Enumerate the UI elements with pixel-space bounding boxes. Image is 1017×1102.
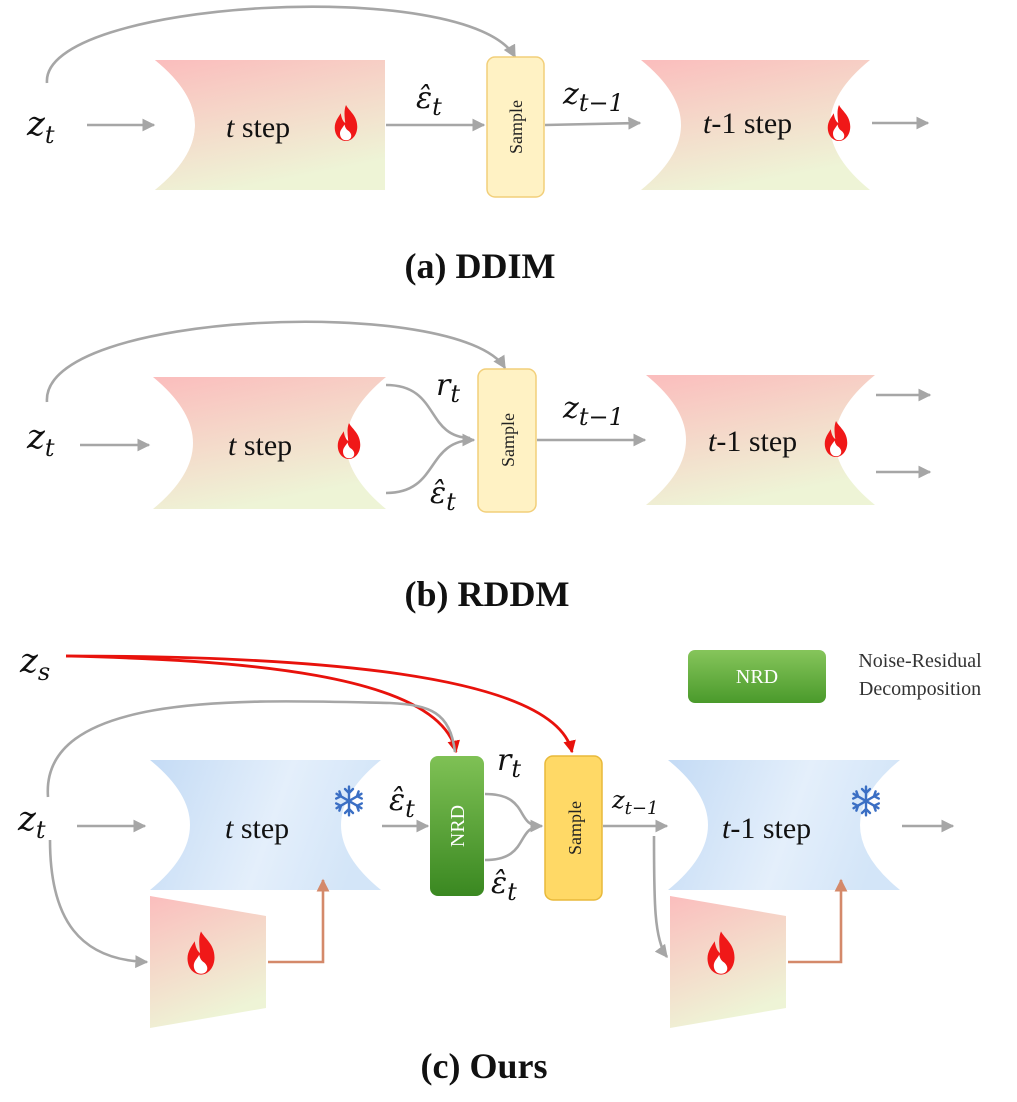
ours-r-curve: [484, 792, 541, 828]
rddm-t-1-step-network: [646, 375, 875, 505]
ddim-z-t-1-label: zt−1: [562, 77, 624, 117]
legend-line1: Noise-Residual: [858, 650, 982, 672]
legend-nrd-label: NRD: [736, 666, 778, 688]
legend-nrd-box: [688, 650, 826, 703]
ddim-sample-label: Sample: [506, 100, 526, 154]
ddim-t-1-step-network: [641, 60, 870, 190]
ours-eps-curve: [484, 819, 544, 862]
ours-t-1-step-network: [668, 760, 900, 890]
ours-sample-block: [544, 755, 603, 901]
ours-zt-to-adapter-arrow: [48, 839, 149, 969]
rddm-r-curve: [385, 383, 471, 440]
ddim-t-step-label: t step: [226, 111, 290, 144]
caption-rddm: (b) RDDM: [405, 574, 570, 614]
ddim-eps-label: ε̂t: [416, 81, 442, 121]
rddm-z-t-1-label: zt−1: [562, 391, 624, 431]
panel-ddim: zt t step ε̂t Sample zt−1 t-1 step (a) D…: [26, 5, 930, 286]
ours-nrd-label: NRD: [447, 805, 469, 847]
panel-ours: NRD Noise-Residual Decomposition zs zt t…: [17, 641, 982, 1086]
panel-rddm: zt t step rt ε̂t Sample zt−1 t-1 step (b…: [26, 320, 932, 614]
ours-eps-in-label: ε̂t: [389, 783, 415, 823]
rddm-skip-arrow: [45, 320, 507, 403]
ours-zs-to-sample-arrow: [65, 654, 576, 754]
ours-t-step-label: t step: [225, 812, 289, 845]
rddm-t-1-step-label: t-1 step: [708, 425, 797, 458]
ours-input-zt: zt: [17, 799, 46, 844]
rddm-t-step-label: t step: [228, 429, 292, 462]
rddm-sample-block: [477, 368, 537, 513]
rddm-input-z: zt: [26, 417, 55, 462]
ours-z-to-adapter-arrow: [652, 835, 669, 959]
ours-skip-arrow: [46, 700, 457, 798]
legend-line2: Decomposition: [859, 678, 981, 700]
ddim-sample-block: [486, 56, 545, 198]
ours-t-1-step-label: t-1 step: [722, 812, 811, 845]
caption-ours: (c) Ours: [421, 1046, 548, 1086]
ddim-out-arrow: [544, 116, 642, 130]
ddim-skip-arrow: [45, 5, 517, 84]
ours-zs-to-nrd-arrow: [65, 654, 460, 754]
ours-eps-label: ε̂t: [491, 866, 517, 906]
rddm-eps-curve: [385, 433, 476, 495]
ours-sample-label: Sample: [565, 801, 585, 855]
caption-ddim: (a) DDIM: [405, 246, 556, 286]
rddm-sample-label: Sample: [498, 413, 518, 467]
rddm-eps-label: ε̂t: [430, 476, 456, 516]
ours-z-t-1-label: zt−1: [611, 786, 658, 819]
ours-nrd-block: [430, 756, 484, 896]
ours-adapter-arrow: [268, 878, 330, 964]
ddim-t-1-step-label: t-1 step: [703, 107, 792, 140]
ours-input-zs: zs: [19, 641, 50, 686]
ours-t-step-network: [150, 760, 381, 890]
ours-r-label: rt: [497, 743, 521, 783]
ddim-input-z: zt: [26, 104, 55, 149]
rddm-t-step-network: [153, 377, 386, 509]
ours-adapter-2-arrow: [788, 878, 848, 964]
rddm-r-label: rt: [436, 368, 460, 408]
